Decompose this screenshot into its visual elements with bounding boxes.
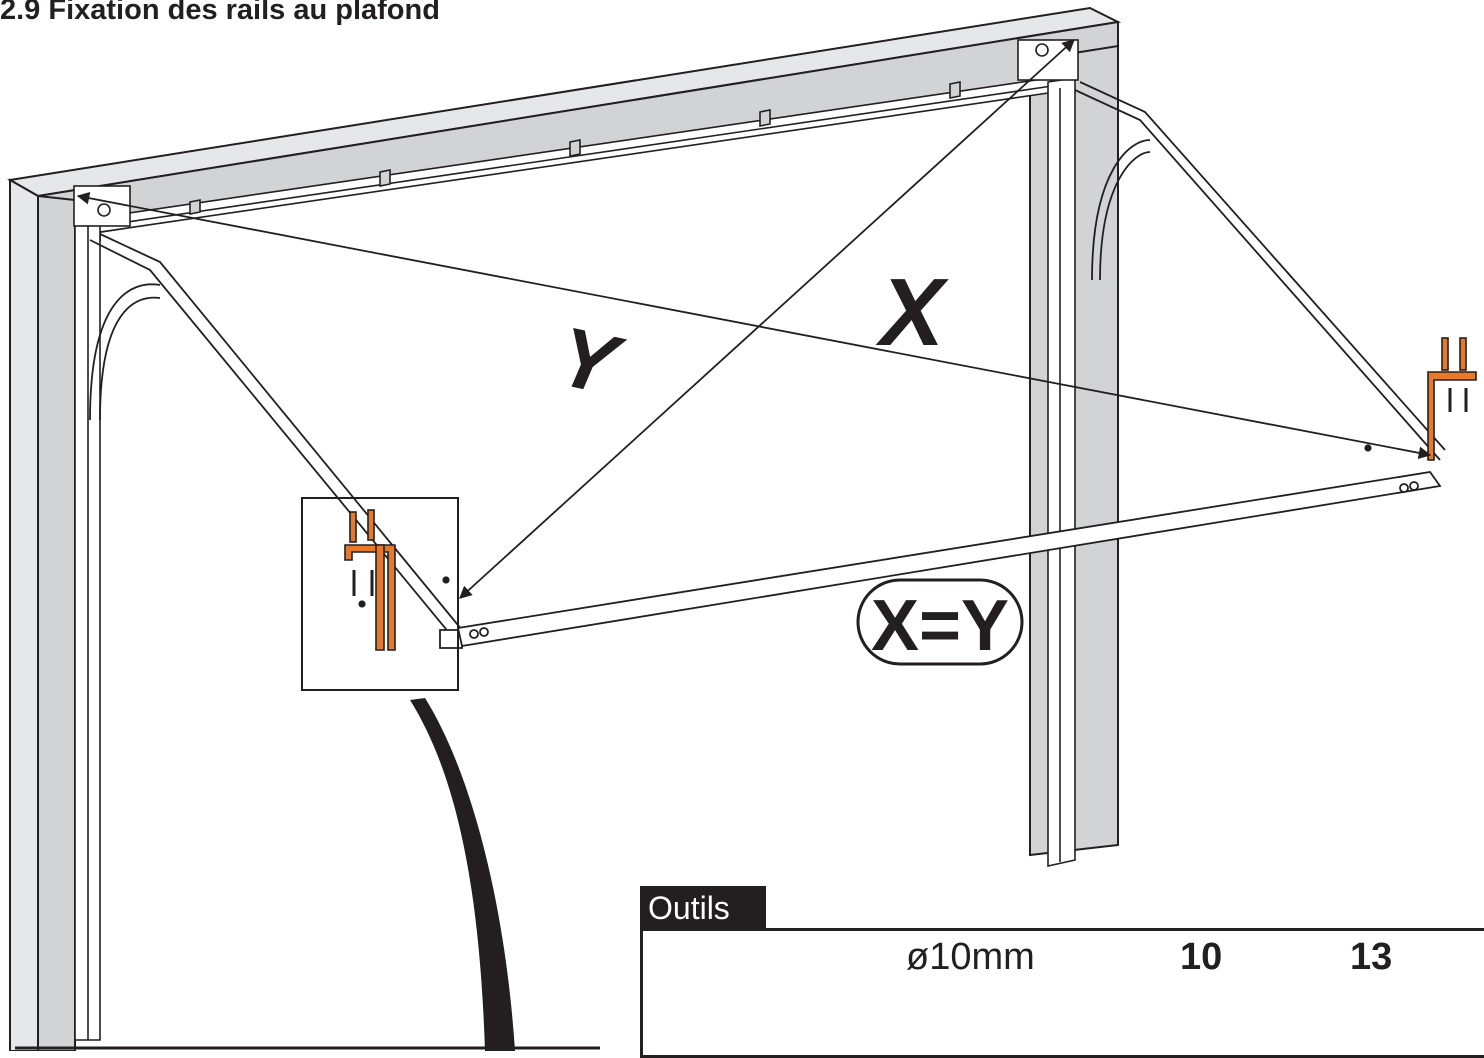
diagonal-x-arrow: [76, 191, 1432, 460]
tools-heading: Outils: [640, 886, 766, 928]
label-x: X: [875, 259, 949, 366]
left-horizontal-rail: [89, 233, 463, 649]
page-title: 2.9 Fixation des rails au plafond: [0, 0, 440, 26]
hex-bit-10-label: 10: [1180, 936, 1223, 978]
diameter-symbol: ø: [906, 936, 930, 978]
drill-bit-size: 10mm: [929, 936, 1035, 978]
formula-badge: X=Y: [856, 578, 1024, 666]
diagonal-y-arrow: [459, 39, 1075, 599]
label-y: Y: [550, 309, 631, 414]
left-ceiling-bracket: [344, 509, 396, 651]
hex-bit-13-label: 13: [1350, 936, 1393, 978]
detail-box: [301, 497, 459, 691]
right-horizontal-rail: [1074, 81, 1446, 461]
tools-panel: [640, 928, 1484, 1058]
right-ceiling-bracket: [1427, 337, 1477, 461]
formula-text: X=Y: [871, 586, 1009, 666]
drill-bit-size-label: ø10mm: [906, 936, 1035, 979]
right-vertical-track: [1017, 39, 1079, 867]
detail-callout: [410, 698, 515, 1051]
